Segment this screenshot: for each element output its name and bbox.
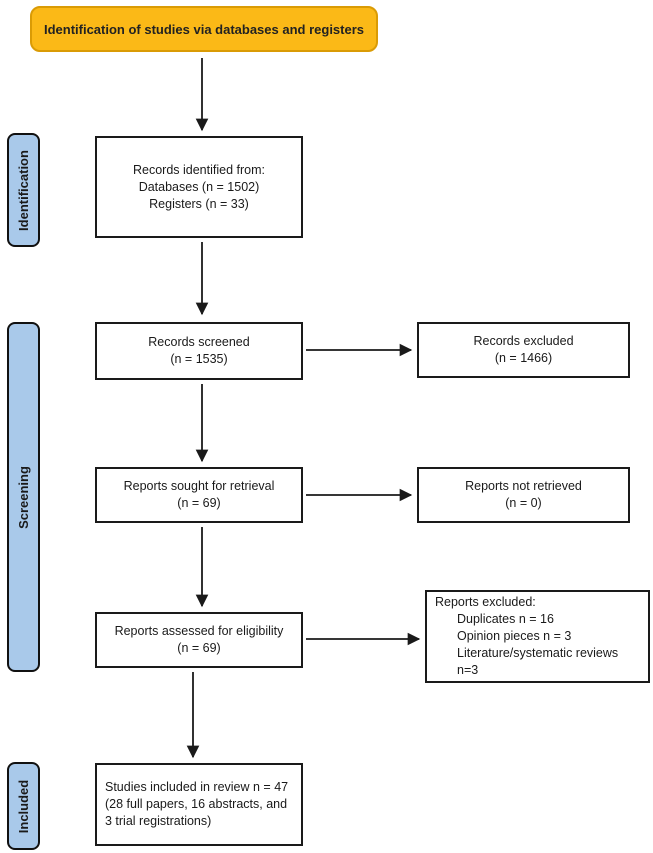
- box-reports-excluded: Reports excluded: Duplicates n = 16 Opin…: [425, 590, 650, 683]
- stage-label-identification: Identification: [16, 149, 32, 231]
- stage-label-included: Included: [16, 779, 32, 833]
- box-line: Duplicates n = 16: [457, 612, 554, 626]
- box-studies-included: Studies included in review n = 47 (28 fu…: [95, 763, 303, 846]
- box-reports-not-retrieved: Reports not retrieved (n = 0): [417, 467, 630, 523]
- box-line: Opinion pieces n = 3: [457, 629, 572, 643]
- box-line: Reports excluded:: [435, 595, 536, 609]
- box-line: (28 full papers, 16 abstracts, and: [105, 797, 288, 811]
- box-line: Records excluded: [473, 334, 574, 348]
- box-reports-sought: Reports sought for retrieval (n = 69): [95, 467, 303, 523]
- box-line: (n = 1466): [494, 351, 553, 365]
- stage-tab-screening: Screening: [7, 322, 40, 672]
- box-records-identified: Records identified from: Databases (n = …: [95, 136, 303, 238]
- box-line: (n = 69): [177, 641, 221, 655]
- box-line: Reports not retrieved: [465, 479, 582, 493]
- box-line: 3 trial registrations): [105, 814, 212, 828]
- stage-tab-identification: Identification: [7, 133, 40, 247]
- box-line: Studies included in review n = 47: [105, 780, 289, 794]
- title-banner: Identification of studies via databases …: [30, 6, 378, 52]
- box-line: (n = 69): [177, 496, 221, 510]
- box-line: Registers (n = 33): [149, 196, 249, 211]
- title-banner-label: Identification of studies via databases …: [43, 21, 365, 37]
- box-records-excluded: Records excluded (n = 1466): [417, 322, 630, 378]
- stage-tab-included: Included: [7, 762, 40, 850]
- box-line: (n = 1535): [170, 352, 228, 366]
- stage-label-screening: Screening: [16, 465, 32, 529]
- box-line: Records identified from:: [132, 162, 265, 177]
- box-line: Records screened: [148, 335, 250, 349]
- box-line: Reports sought for retrieval: [123, 479, 275, 493]
- box-records-screened: Records screened (n = 1535): [95, 322, 303, 380]
- box-reports-assessed: Reports assessed for eligibility (n = 69…: [95, 612, 303, 668]
- box-line: Databases (n = 1502): [138, 179, 260, 194]
- box-line: Literature/systematic reviews n=3: [457, 646, 619, 677]
- box-line: Reports assessed for eligibility: [114, 624, 284, 638]
- box-line: (n = 0): [505, 496, 542, 510]
